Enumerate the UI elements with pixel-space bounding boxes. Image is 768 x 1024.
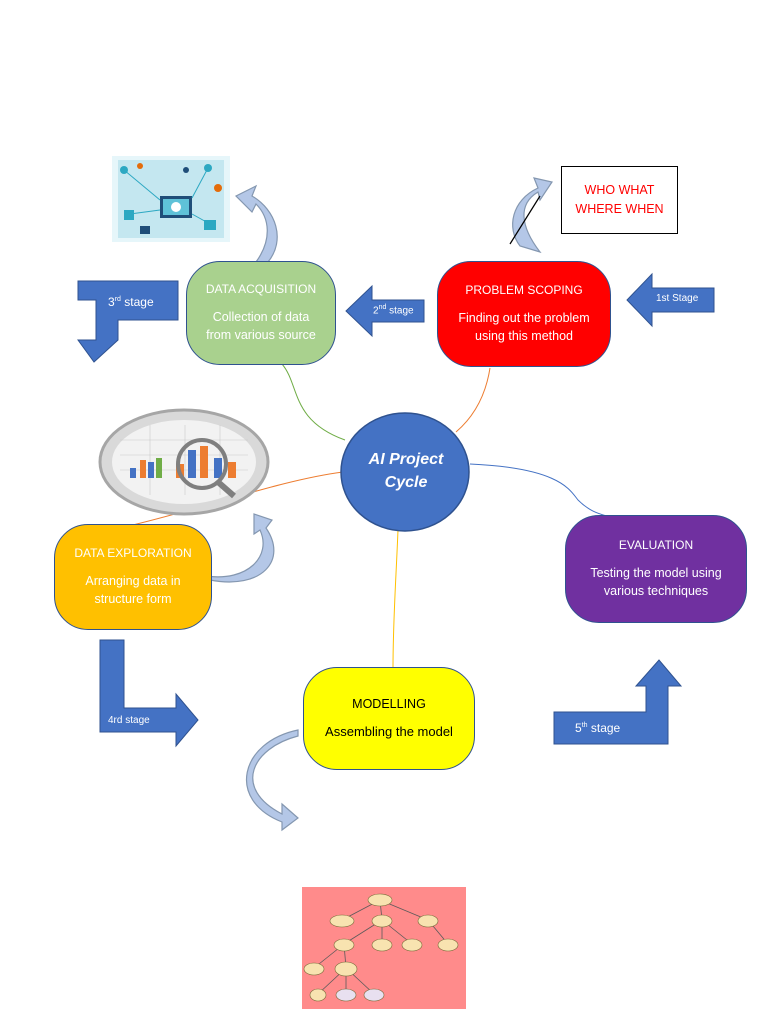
problem-scoping-title: PROBLEM SCOPING (465, 283, 583, 297)
hub-circle (340, 412, 470, 532)
problem-scoping-desc-line1: Finding out the problem (458, 311, 590, 325)
curved-arrow-icon (204, 513, 275, 583)
data-acquisition-desc-line2: from various source (206, 328, 316, 342)
evaluation-desc-line1: Testing the model using (590, 566, 722, 580)
connector-problem-scoping (455, 367, 491, 433)
data-acquisition-node: DATA ACQUISITION Collection of data from… (186, 261, 336, 365)
note-line2: WHERE WHEN (575, 202, 664, 216)
hub-title-line1: AI Project (368, 451, 444, 468)
stage2-label: 2nd stage (373, 304, 414, 316)
evaluation-node: EVALUATION Testing the model using vario… (565, 515, 747, 623)
stage2-arrow (345, 284, 425, 338)
evaluation-desc-line2: various techniques (603, 584, 709, 598)
data-exploration-title: DATA EXPLORATION (74, 546, 192, 560)
modelling-node: MODELLING Assembling the model (303, 667, 475, 770)
note-line1: WHO WHAT (584, 183, 655, 197)
stage3-label-sup: rd (114, 296, 121, 303)
connector-modelling (392, 529, 399, 669)
decision-tree-illustration (302, 887, 466, 1009)
stage1-arrow (626, 272, 715, 328)
stage5-label-rest: stage (587, 721, 621, 735)
curved-arrow-icon (245, 729, 299, 832)
stage2-label-num: 2 (373, 305, 379, 317)
data-exploration-desc-line2: structure form (94, 592, 172, 606)
stage4-label: 4rd stage (108, 715, 150, 726)
connector-evaluation (469, 463, 611, 518)
stage2-label-sup: nd (378, 304, 387, 311)
magnifier-bar-chart-illustration (98, 408, 270, 516)
data-exploration-node: DATA EXPLORATION Arranging data in struc… (54, 524, 212, 630)
data-acquisition-desc-line1: Collection of data (212, 310, 310, 324)
stage3-label-num: 3 (108, 295, 115, 309)
stage5-label-num: 5 (575, 721, 582, 735)
note-pointer-line (509, 195, 541, 245)
stage4-arrow (99, 639, 199, 748)
modelling-desc-line1: Assembling the model (325, 723, 453, 739)
stage3-arrow (77, 280, 179, 363)
curved-arrow-icon (512, 177, 553, 254)
stage3-label: 3rd stage (108, 295, 154, 309)
stage5-label-sup: th (581, 722, 588, 729)
stage1-label: 1st Stage (656, 293, 699, 304)
connector-acquisition (281, 363, 346, 441)
stage3-label-rest: stage (120, 295, 154, 309)
data-exploration-desc-line1: Arranging data in (85, 574, 181, 588)
hub-title: AI Project Cycle (342, 448, 470, 494)
modelling-title: MODELLING (352, 696, 426, 711)
evaluation-title: EVALUATION (618, 538, 694, 552)
stage5-label: 5th stage (575, 721, 620, 735)
data-acquisition-title: DATA ACQUISITION (205, 282, 317, 296)
hub-title-line2: Cycle (384, 474, 428, 491)
curved-arrow-icon (234, 184, 278, 263)
problem-scoping-desc-line2: using this method (475, 329, 573, 343)
stage5-arrow (553, 659, 683, 745)
stage2-label-rest: stage (386, 305, 414, 317)
data-network-illustration (112, 156, 230, 242)
who-what-where-when-note: WHO WHAT WHERE WHEN (561, 166, 678, 234)
problem-scoping-node: PROBLEM SCOPING Finding out the problem … (437, 261, 611, 367)
